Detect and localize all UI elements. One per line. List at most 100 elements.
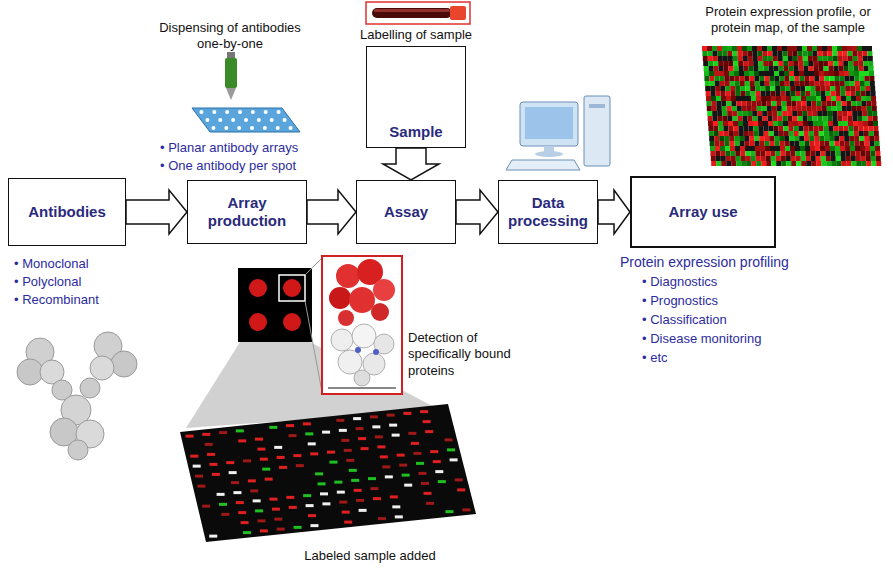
heatmap-cell bbox=[822, 51, 827, 56]
microarray-spot bbox=[277, 528, 285, 531]
heatmap-cell bbox=[749, 136, 754, 141]
heatmap-cell bbox=[754, 66, 759, 71]
heatmap-cell bbox=[836, 101, 841, 106]
microarray-spot bbox=[438, 480, 446, 483]
heatmap-cell bbox=[779, 76, 784, 81]
heatmap-cell bbox=[853, 61, 858, 66]
microarray-spot bbox=[286, 496, 294, 499]
heatmap-cell bbox=[850, 81, 855, 86]
heatmap-cell bbox=[818, 121, 823, 126]
microarray-spot bbox=[425, 430, 433, 433]
heatmap-cell bbox=[760, 151, 765, 156]
heatmap-cell bbox=[836, 161, 841, 166]
microarray-spot bbox=[416, 462, 424, 465]
heatmap-cell bbox=[774, 71, 779, 76]
heatmap-cell bbox=[789, 66, 794, 71]
heatmap-cell bbox=[768, 121, 773, 126]
heatmap-cell bbox=[755, 141, 760, 146]
microarray-spot bbox=[255, 509, 263, 512]
heatmap-cell bbox=[749, 66, 754, 71]
heatmap-cell bbox=[846, 101, 851, 106]
microarray-spot bbox=[262, 468, 270, 471]
heatmap-cell bbox=[844, 76, 849, 81]
microarray-spot bbox=[294, 526, 302, 529]
heatmap-cell bbox=[766, 161, 771, 166]
heatmap-cell bbox=[758, 116, 763, 121]
heatmap-cell bbox=[764, 136, 769, 141]
heatmap-cell bbox=[707, 111, 712, 116]
heatmap-cell bbox=[751, 161, 756, 166]
heatmap-cell bbox=[809, 131, 814, 136]
heatmap-cell bbox=[825, 81, 830, 86]
heatmap-cell bbox=[864, 71, 869, 76]
heatmap-cell bbox=[823, 56, 828, 61]
bullet-text: • Planar antibody arrays bbox=[160, 140, 298, 156]
zoom-frame bbox=[322, 256, 402, 394]
heatmap-cell bbox=[832, 46, 837, 51]
heatmap-cell bbox=[815, 81, 820, 86]
annotation-text: Dispensing of antibodies one-by-one bbox=[145, 20, 315, 53]
microarray-spot bbox=[392, 505, 400, 508]
heatmap-cell bbox=[866, 156, 871, 161]
pipette-body bbox=[225, 58, 237, 88]
heatmap-cell bbox=[795, 141, 800, 146]
block-arrow bbox=[456, 190, 498, 234]
heatmap-cell bbox=[875, 146, 880, 151]
heatmap-cell bbox=[849, 131, 854, 136]
heatmap-cell bbox=[772, 111, 777, 116]
heatmap-cell bbox=[824, 66, 829, 71]
heatmap-cell bbox=[706, 96, 711, 101]
heatmap-cell bbox=[806, 101, 811, 106]
heatmap-cell bbox=[849, 136, 854, 141]
heatmap-cell bbox=[759, 71, 764, 76]
heatmap-cell bbox=[812, 106, 817, 111]
heatmap-cell bbox=[739, 136, 744, 141]
heatmap-cell bbox=[833, 126, 838, 131]
heatmap-cell bbox=[767, 46, 772, 51]
heatmap-cell bbox=[751, 91, 756, 96]
heatmap-cell bbox=[822, 46, 827, 51]
heatmap-cell bbox=[860, 151, 865, 156]
array-spot bbox=[283, 279, 301, 297]
microarray-spot bbox=[372, 425, 380, 428]
annotation-text: Labeled sample added bbox=[270, 548, 470, 564]
heatmap-cell bbox=[775, 141, 780, 146]
heatmap-cell bbox=[824, 76, 829, 81]
heatmap-cell bbox=[718, 116, 723, 121]
heatmap-cell bbox=[711, 101, 716, 106]
heatmap-cell bbox=[835, 141, 840, 146]
heatmap-cell bbox=[713, 126, 718, 131]
microarray-spot bbox=[250, 489, 258, 492]
microarray-spot bbox=[269, 498, 277, 501]
heatmap-cell bbox=[863, 56, 868, 61]
heatmap-cell bbox=[790, 81, 795, 86]
heatmap-cell bbox=[705, 81, 710, 86]
heatmap-cell bbox=[754, 71, 759, 76]
heatmap-cell bbox=[818, 61, 823, 66]
heatmap-cell bbox=[861, 101, 866, 106]
heatmap-cell bbox=[815, 146, 820, 151]
heatmap-cell bbox=[853, 126, 858, 131]
node-title: Sample bbox=[389, 123, 442, 141]
microarray-spot bbox=[193, 465, 201, 468]
microarray-spot bbox=[356, 427, 364, 430]
heatmap-cell bbox=[735, 151, 740, 156]
heatmap-cell bbox=[745, 146, 750, 151]
heatmap-cell bbox=[725, 146, 730, 151]
heatmap-cell bbox=[829, 76, 834, 81]
heatmap-cell bbox=[844, 71, 849, 76]
heatmap-cell bbox=[793, 126, 798, 131]
heatmap-cell bbox=[737, 51, 742, 56]
bullet-text: • Monoclonal bbox=[14, 256, 89, 272]
microarray-spot bbox=[351, 479, 359, 482]
heatmap-cell bbox=[709, 131, 714, 136]
heatmap-cell bbox=[856, 156, 861, 161]
heatmap-cell bbox=[724, 136, 729, 141]
bullet-text: • Disease monitoring bbox=[642, 331, 761, 347]
heatmap-cell bbox=[751, 156, 756, 161]
heatmap-cell bbox=[849, 66, 854, 71]
production-box: Array production bbox=[187, 180, 307, 244]
heatmap-cell bbox=[733, 61, 738, 66]
heatmap-cell bbox=[723, 121, 728, 126]
heatmap-cell bbox=[868, 126, 873, 131]
